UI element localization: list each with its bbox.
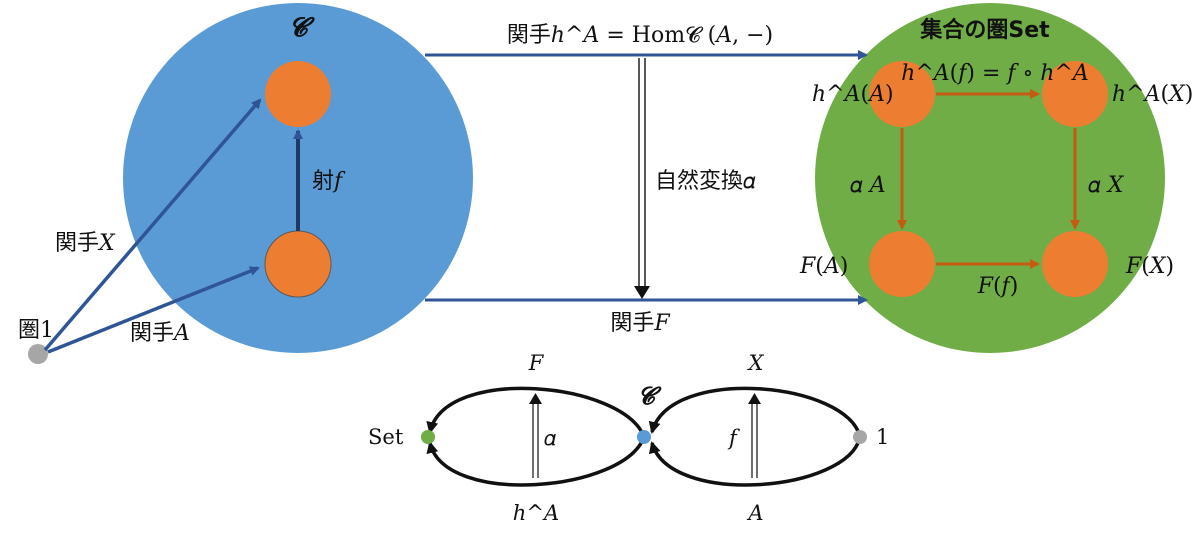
object-a-node [264,230,332,298]
hA-A-label: ℎ^𝐴(𝐴) [812,82,894,107]
alpha-X-label: 𝛼 𝑋 [1088,173,1125,198]
bottom-set-label: Set [368,425,404,449]
F-A-node [869,231,935,297]
alpha-A-label: 𝛼 𝐴 [850,173,886,198]
bottom-alpha-arrowhead [529,393,542,404]
bottom-A-label: 𝐴 [746,501,763,525]
nat-trans-arrowhead [634,286,650,299]
F-X-label: 𝐹(𝑋) [1125,254,1174,279]
bottom-c-node [637,430,651,444]
bottom-one-label: 1 [876,425,889,449]
morphism-f-label: 射𝑓 [312,169,346,194]
bottom-X-label: 𝑋 [747,351,765,375]
functor-a-label: 関手𝐴 [130,321,190,346]
functor-hA-label: 関手ℎ^𝐴 = Hom𝓒 (𝐴, −) [507,23,773,48]
bottom-hA-arc [426,436,646,487]
bottom-hA-label: ℎ^𝐴 [513,501,559,525]
functor-x-arrow [43,98,262,352]
F-A-label: 𝐹(𝐴) [799,254,848,279]
bottom-F-arc [426,386,646,438]
point-one-label: 圏1 [18,318,54,343]
hA-f-label: ℎ^𝐴(𝑓) = 𝑓 ∘ ℎ^𝐴 [901,61,1089,86]
bottom-f-arrowhead [748,393,761,404]
bottom-c-label: 𝓒 [638,381,663,410]
bottom-X-arc [648,386,862,438]
hA-X-node [1042,61,1108,127]
F-f-label: 𝐹(𝑓) [977,274,1019,299]
point-one-node [28,344,48,364]
category-set-label: 集合の圏Set [919,17,1050,43]
F-X-node [1042,231,1108,297]
bottom-F-label: 𝐹 [528,351,545,375]
functor-F-label: 関手𝐹 [610,311,670,336]
bottom-one-node [853,430,867,444]
functor-x-label: 関手𝑋 [55,231,116,256]
bottom-alpha-label: 𝛼 [544,426,556,450]
bottom-f-label: 𝑓 [727,426,740,450]
nat-trans-label: 自然変換𝛼 [655,169,756,194]
bottom-set-node [421,430,435,444]
object-x-node [265,61,331,127]
hA-A-node [869,61,935,127]
hA-X-label: ℎ^𝐴(𝑋) [1112,82,1193,107]
bottom-A-arc [648,436,862,487]
functor-a-arrow [47,266,260,354]
